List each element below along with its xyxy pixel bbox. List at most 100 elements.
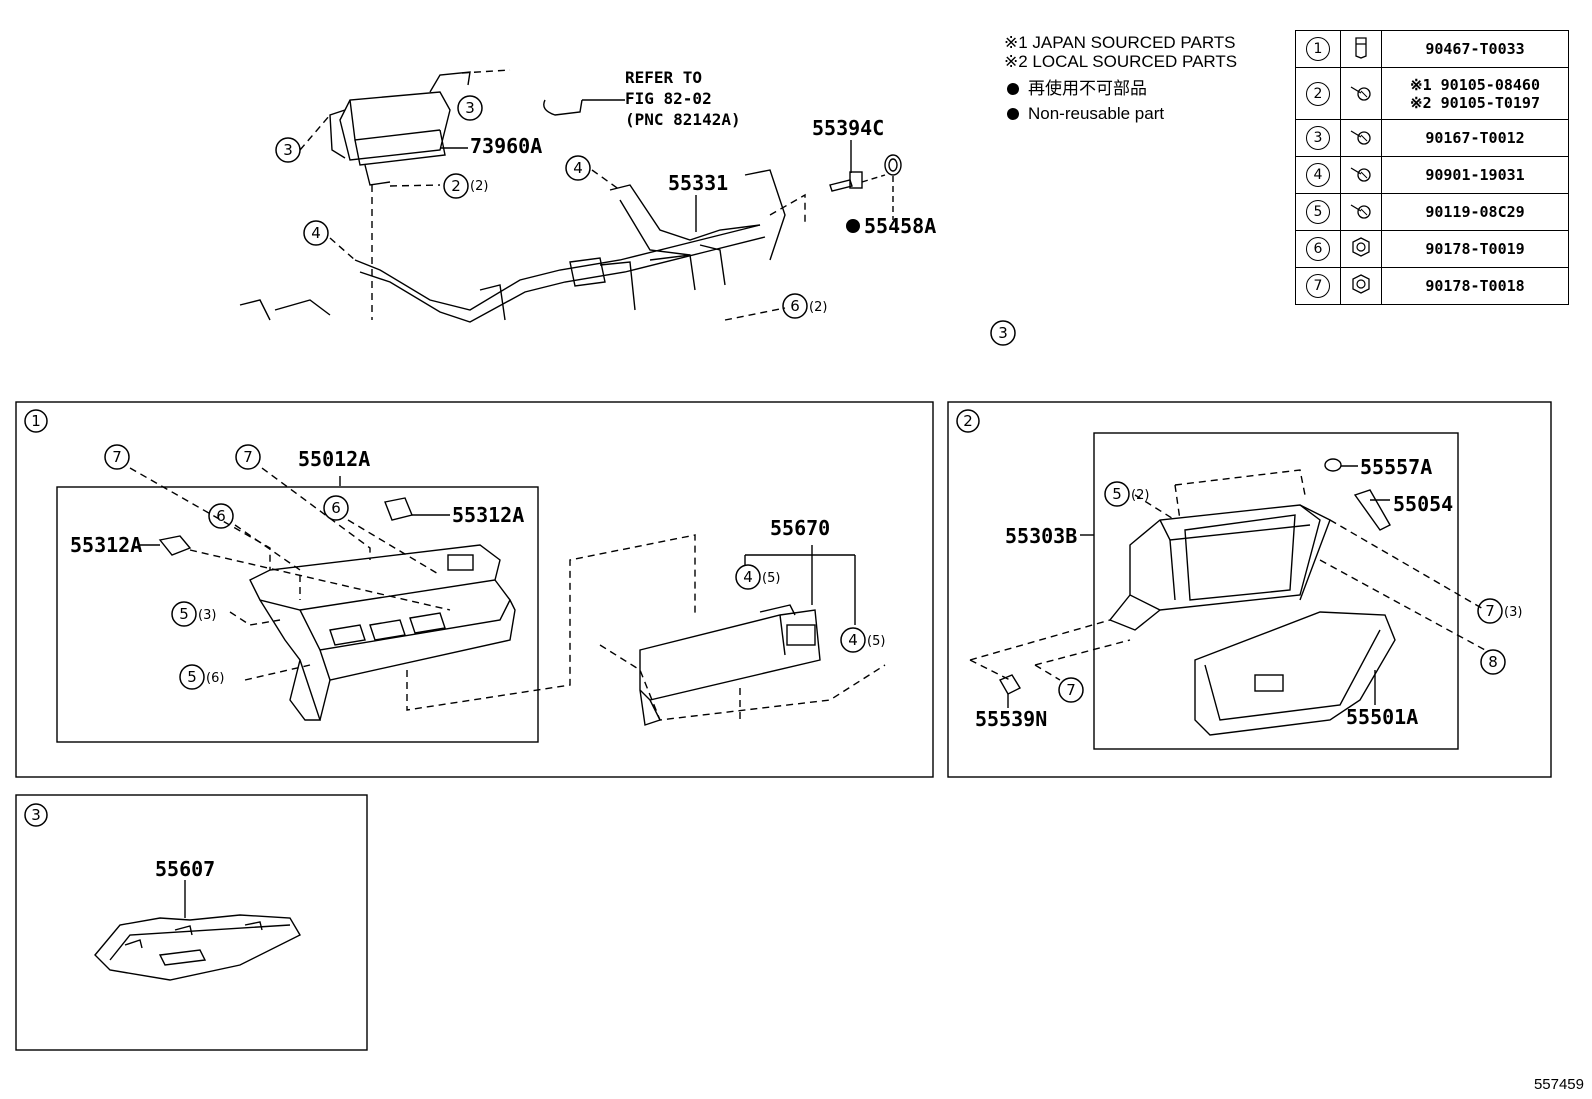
callout-5-b: 5 (187, 668, 197, 686)
fastener-number: 6 (1295, 230, 1341, 268)
part-55054: 55054 (1393, 492, 1453, 516)
fastener-part: 90178-T0018 (1425, 277, 1525, 295)
fastener-part: 90467-T0033 (1425, 40, 1525, 58)
panel-1-number: 1 (31, 412, 41, 430)
fastener-row: 2 ※1 90105-08460※2 90105-T0197 (1295, 67, 1569, 120)
clip-icon (1340, 30, 1382, 68)
fastener-part-number: 90178-T0019 (1381, 230, 1569, 268)
callout-7-p2-right: 7 (1485, 602, 1495, 620)
bolt-icon (1340, 67, 1382, 120)
part-55607: 55607 (155, 857, 215, 881)
stopper-55557A-drawing (1324, 458, 1342, 472)
panel-2-inner-frame (1093, 432, 1459, 750)
callout-4-left: 4 (311, 224, 321, 242)
part-55458A: 55458A (864, 214, 936, 238)
fastener-part-number: 90467-T0033 (1381, 30, 1569, 68)
fastener-number-circle: 7 (1306, 274, 1330, 298)
part-55557A: 55557A (1360, 455, 1432, 479)
note-nonreusable-en: Non-reusable part (1028, 104, 1165, 123)
panel-2-number: 2 (963, 412, 973, 430)
part-55312A-right: 55312A (452, 503, 524, 527)
callout-6-b: 6 (331, 499, 341, 517)
nut-55458A-drawing (884, 154, 902, 176)
fastener-row: 6 90178-T0019 (1295, 230, 1569, 268)
callout-7-b: 7 (243, 448, 253, 466)
screw-icon (1340, 119, 1382, 157)
panel-1-frame (15, 401, 934, 778)
fastener-part-number: 90178-T0018 (1381, 267, 1569, 305)
fastener-number-circle: 4 (1306, 163, 1330, 187)
bolt-55394C-drawing (829, 140, 863, 192)
qty-5-b: (6) (206, 671, 224, 686)
qty-2-top: (2) (470, 179, 488, 194)
fastener-part-alt: ※2 90105-T0197 (1410, 93, 1540, 112)
panel-55607-drawing (94, 914, 301, 981)
fastener-number: 1 (1295, 30, 1341, 68)
refer-line-2: FIG 82-02 (625, 89, 712, 108)
callout-3-top-right: 3 (465, 99, 475, 117)
callout-7-a: 7 (112, 448, 122, 466)
fastener-number: 4 (1295, 156, 1341, 194)
callout-5-p2: 5 (1112, 485, 1122, 503)
panel-1-inner-frame (56, 486, 539, 743)
qty-6-top: (2) (809, 300, 827, 315)
glovebox-housing-55303B-drawing (1108, 504, 1331, 631)
callout-sub-3: 3 (998, 324, 1008, 342)
clip-55312A-right-drawing (384, 497, 413, 521)
part-55331: 55331 (668, 171, 728, 195)
callout-2-top: 2 (451, 177, 461, 195)
refer-line-3: (PNC 82142A) (625, 110, 741, 129)
fastener-number-circle: 3 (1306, 126, 1330, 150)
fastener-number-circle: 6 (1306, 237, 1330, 261)
lower-panel-55012A-drawing (249, 544, 516, 721)
fastener-part-number: 90119-08C29 (1381, 193, 1569, 231)
screw-icon (1340, 156, 1382, 194)
callout-5-a: 5 (179, 605, 189, 623)
callout-4-top: 4 (573, 159, 583, 177)
fastener-row: 7 90178-T0018 (1295, 267, 1569, 305)
callout-4-b: 4 (848, 631, 858, 649)
airbag-module-drawing (329, 71, 471, 186)
fastener-number-circle: 2 (1306, 81, 1330, 106)
fastener-part-number: 90901-19031 (1381, 156, 1569, 194)
fastener-number: 7 (1295, 267, 1341, 305)
fastener-table: 1 90467-T0033 2 ※1 90105-08460※2 90105-T019… (1295, 30, 1569, 305)
note-local-sourced: ※2 LOCAL SOURCED PARTS (1004, 52, 1238, 71)
part-55312A-left: 55312A (70, 533, 142, 557)
fastener-number-circle: 5 (1306, 200, 1330, 224)
damper-55054-drawing (1353, 489, 1391, 531)
callout-6-a: 6 (216, 507, 226, 525)
fastener-part: 90119-08C29 (1425, 203, 1525, 221)
fastener-number: 3 (1295, 119, 1341, 157)
part-55539N: 55539N (975, 707, 1047, 731)
callout-6-top: 6 (790, 297, 800, 315)
fastener-part-number: ※1 90105-08460※2 90105-T0197 (1381, 67, 1569, 120)
fastener-number-circle: 1 (1306, 37, 1330, 61)
clip-55312A-left-drawing (158, 535, 192, 556)
fastener-part: ※1 90105-08460 (1410, 75, 1540, 94)
callout-7-p2-left: 7 (1066, 681, 1076, 699)
fastener-number: 2 (1295, 67, 1341, 120)
callout-8-p2: 8 (1488, 653, 1498, 671)
part-55303B: 55303B (1005, 524, 1077, 548)
fastener-part: 90178-T0019 (1425, 240, 1525, 258)
fastener-row: 3 90167-T0012 (1295, 119, 1569, 157)
panel-3-frame (15, 794, 368, 1051)
fastener-part: 90901-19031 (1425, 166, 1525, 184)
callout-4-a: 4 (743, 568, 753, 586)
bolt-icon (1340, 193, 1382, 231)
fastener-row: 5 90119-08C29 (1295, 193, 1569, 231)
glovebox-door-55501A-drawing (1194, 611, 1396, 736)
fastener-part-number: 90167-T0012 (1381, 119, 1569, 157)
steering-support-drawing (239, 169, 786, 323)
part-55670: 55670 (770, 516, 830, 540)
qty-4-a: (5) (762, 571, 780, 586)
clip-55539N-drawing (998, 674, 1021, 695)
qty-5-a: (3) (198, 608, 216, 623)
part-73960A: 73960A (470, 134, 542, 158)
refer-line-1: REFER TO (625, 68, 702, 87)
qty-7-p2: (3) (1504, 605, 1522, 620)
part-55501A: 55501A (1346, 705, 1418, 729)
trim-panel-55670-drawing (639, 604, 821, 726)
note-nonreusable-jp: 再使用不可部品 (1028, 79, 1147, 98)
